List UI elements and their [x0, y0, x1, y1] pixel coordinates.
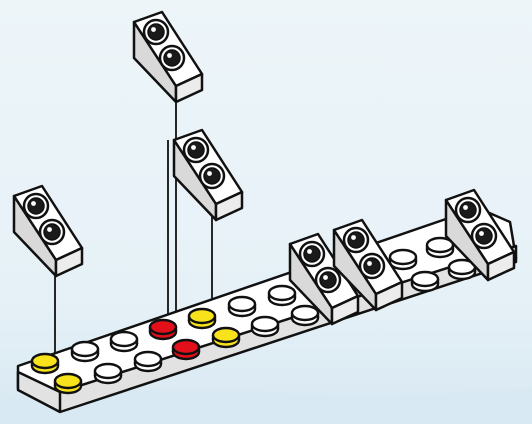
floating-slope-brick-left — [14, 186, 82, 276]
floating-slope-brick-middle-stud-2 — [200, 164, 224, 188]
base-stud-9 — [189, 309, 215, 328]
base-stud-8 — [173, 340, 199, 359]
base-stud-5 — [111, 332, 137, 351]
mounted-slope-brick-1-stud-2 — [316, 268, 340, 292]
base-stud-2 — [55, 374, 81, 393]
base-stud-7 — [150, 320, 176, 339]
base-stud-10 — [213, 328, 239, 347]
base-stud-16 — [412, 272, 438, 291]
floating-slope-brick-top-stud-2 — [160, 46, 184, 70]
floating-slope-brick-top-stud-1 — [144, 20, 168, 44]
base-stud-1 — [32, 354, 58, 373]
base-stud-14 — [292, 306, 318, 325]
floating-slope-brick-left-stud-1 — [24, 194, 48, 218]
floating-slope-bricks — [14, 12, 242, 276]
floating-slope-brick-middle-stud-1 — [184, 138, 208, 162]
floating-slope-brick-top — [134, 12, 202, 102]
base-stud-13 — [269, 286, 295, 305]
floating-slope-brick-middle — [174, 130, 242, 220]
floating-slope-brick-left-stud-2 — [40, 220, 64, 244]
base-stud-4 — [95, 364, 121, 383]
base-stud-3 — [72, 342, 98, 361]
mounted-slope-brick-1-stud-1 — [300, 242, 324, 266]
mounted-slope-brick-2-stud-1 — [344, 228, 368, 252]
base-stud-12 — [252, 317, 278, 336]
mounted-slope-brick-3-stud-2 — [472, 224, 496, 248]
mounted-slope-brick-3-stud-1 — [456, 198, 480, 222]
base-stud-6 — [135, 352, 161, 371]
mounted-slope-brick-2-stud-2 — [360, 254, 384, 278]
base-stud-11 — [229, 297, 255, 316]
base-stud-15 — [390, 250, 416, 269]
